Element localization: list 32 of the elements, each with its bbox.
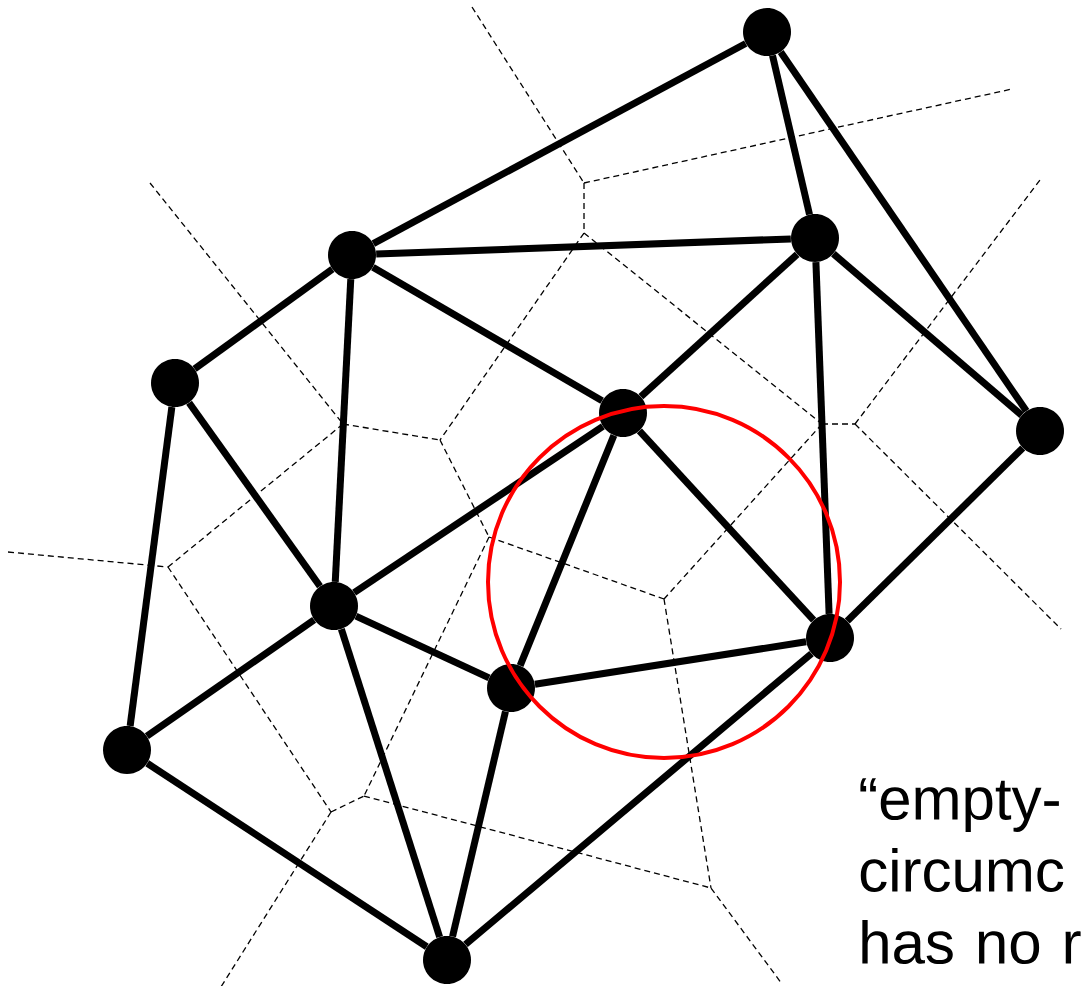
- edge-line: [186, 400, 323, 589]
- edge-line: [338, 628, 443, 939]
- note-text: “empty- circumc has no r: [860, 778, 1081, 965]
- vertex-dot: [328, 231, 376, 279]
- edge-line: [354, 613, 491, 681]
- vertex-dot: [743, 8, 791, 56]
- vertex-dot: [103, 726, 151, 774]
- vertex-dot: [310, 582, 358, 630]
- edge-line: [449, 710, 509, 938]
- edge-line: [831, 251, 1024, 418]
- vertex-dot: [791, 214, 839, 262]
- edge-line: [126, 406, 176, 727]
- edge-line: [534, 638, 807, 688]
- vertex-dot: [806, 614, 854, 662]
- edge-line: [371, 264, 604, 404]
- edge-line: [844, 445, 1026, 624]
- edge-line: [777, 50, 1030, 413]
- edge-line: [638, 251, 800, 400]
- edge-line: [352, 423, 605, 596]
- vertex-dot: [599, 389, 647, 437]
- vertex-dot: [487, 664, 535, 712]
- edge-line: [516, 434, 618, 667]
- edge-line: [463, 650, 814, 948]
- edge-line: [769, 54, 813, 216]
- vertex-dot: [1016, 407, 1064, 455]
- vertex-dot: [151, 359, 199, 407]
- edge-line: [192, 266, 335, 372]
- edge-line: [144, 616, 317, 740]
- edge-line: [371, 40, 748, 247]
- vertex-dot: [423, 936, 471, 984]
- edge-line: [636, 428, 817, 623]
- edge-line: [145, 760, 429, 950]
